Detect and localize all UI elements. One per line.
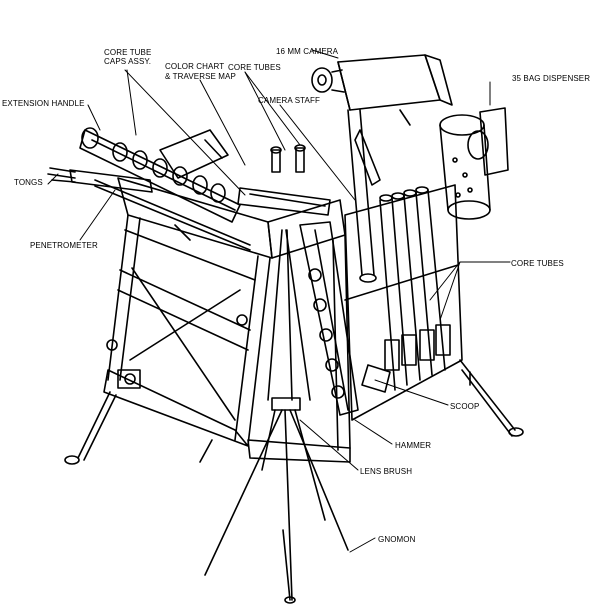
core-tube-rack [344,184,463,421]
scoop-label: SCOOP [450,402,480,411]
tongs-penetrometer-bar [47,167,251,251]
core-tube-caps-label-line2: CAPS ASSY. [104,57,152,66]
bag-dispenser [439,107,509,220]
gnomon-tripod [204,229,349,604]
core-tubes-right-label: CORE TUBES [511,259,564,268]
extension-handle-assembly [79,127,241,223]
camera-staff [347,109,381,283]
camera-staff-label: CAMERA STAFF [258,96,320,105]
gnomon-label: GNOMON [378,535,416,544]
color-chart-label-line2: & TRAVERSE MAP [165,72,236,81]
tongs-label: TONGS [14,178,43,187]
bag-dispenser-label: 35 BAG DISPENSER [512,74,591,83]
lens-brush-label: LENS BRUSH [360,467,413,476]
core-tube-caps-label-line1: CORE TUBE [104,48,152,57]
camera-16mm [311,54,453,126]
camera-16mm-label: 16 MM CAMERA [276,47,339,56]
scoop-hammer-column [299,221,391,416]
core-tubes-top-label: CORE TUBES [228,63,281,72]
carrier-legs [64,359,524,465]
color-chart-label-line1: COLOR CHART [165,62,225,71]
carrier-frame [103,177,351,463]
hammer-label: HAMMER [395,441,432,450]
color-chart-rack [237,144,331,216]
penetrometer-label: PENETROMETER [30,241,98,250]
extension-handle-label: EXTENSION HANDLE [2,99,85,108]
leader-lines [47,49,511,553]
